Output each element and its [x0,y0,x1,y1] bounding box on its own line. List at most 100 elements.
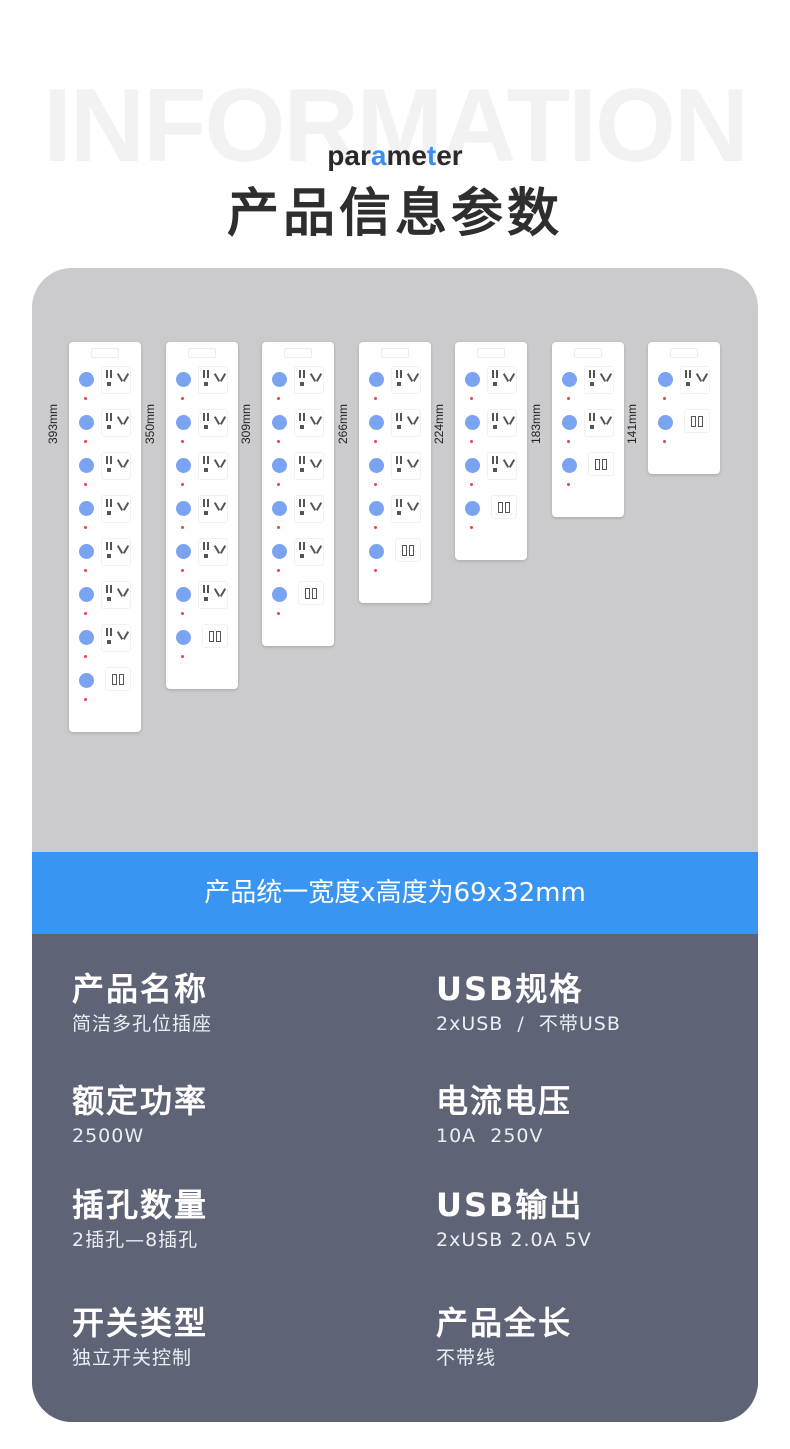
outlet-socket-icon [391,409,421,437]
indicator-led-icon [470,440,473,443]
outlet-row [455,405,527,448]
outlet-row [262,448,334,491]
outlet-row [262,362,334,405]
spec-total-length: 产品全长 不带线 [436,1304,758,1370]
spec-current-voltage: 电流电压 10A 250V [436,1082,758,1148]
spec-switch-type: 开关类型 独立开关控制 [72,1304,402,1370]
outlet-socket-icon [487,409,517,437]
usb-row [359,534,431,577]
strip-end-cap [574,348,602,358]
outlet-socket-icon [487,452,517,480]
outlet-row [69,405,141,448]
outlet-row [69,448,141,491]
length-label: 141mm [625,403,639,444]
power-switch-icon [79,630,94,645]
power-switch-icon [562,372,577,387]
outlet-socket-icon [198,538,228,566]
indicator-led-icon [181,440,184,443]
power-strip [166,342,238,689]
indicator-led-icon [277,526,280,529]
power-switch-icon [658,372,673,387]
spec-title: 插孔数量 [72,1186,209,1224]
outlet-row [166,362,238,405]
indicator-led-icon [277,569,280,572]
power-switch-icon [369,501,384,516]
indicator-led-icon [84,655,87,658]
power-switch-icon [79,458,94,473]
outlet-row [166,448,238,491]
strip-end-cap [188,348,216,358]
indicator-led-icon [567,440,570,443]
indicator-led-icon [277,397,280,400]
power-switch-icon [465,458,480,473]
spec-usb-output: USB输出 2xUSB 2.0A 5V [436,1186,758,1252]
outlet-row [359,448,431,491]
spec-title: 产品名称 [72,970,209,1008]
power-switch-icon [79,415,94,430]
spec-value: 2500W [72,1125,145,1147]
power-switch-icon [176,587,191,602]
outlet-socket-icon [391,366,421,394]
spec-usb-spec: USB规格 2xUSB / 不带USB [436,970,758,1036]
strip-end-cap [670,348,698,358]
subtitle-part: er [436,140,463,171]
dimension-banner: 产品统一宽度x高度为69x32mm [32,852,758,934]
power-switch-icon [176,415,191,430]
subtitle-accent: a [370,140,387,171]
power-switch-icon [562,458,577,473]
strip-end-cap [284,348,312,358]
page-title: 产品信息参数 [226,184,563,244]
usb-row [262,577,334,620]
power-switch-icon [369,544,384,559]
strip-end-cap [477,348,505,358]
outlet-row [166,491,238,534]
subtitle-part: me [386,140,427,171]
usb-port-icon [202,624,228,648]
power-strip [552,342,624,517]
indicator-led-icon [84,698,87,701]
outlet-socket-icon [294,452,324,480]
outlet-socket-icon [198,452,228,480]
usb-row [648,405,720,448]
indicator-led-icon [470,526,473,529]
power-switch-icon [176,372,191,387]
usb-port-icon [105,667,131,691]
outlet-socket-icon [198,409,228,437]
indicator-led-icon [84,397,87,400]
indicator-led-icon [470,483,473,486]
spec-product-name: 产品名称 简洁多孔位插座 [72,970,402,1036]
power-switch-icon [562,415,577,430]
spec-value: 简洁多孔位插座 [72,1013,213,1035]
spec-outlet-count: 插孔数量 2插孔—8插孔 [72,1186,402,1252]
spec-title: 开关类型 [72,1304,209,1342]
spec-title: 电流电压 [436,1082,573,1120]
indicator-led-icon [181,397,184,400]
outlet-row [359,405,431,448]
subtitle-accent: t [426,140,437,171]
outlet-row [262,405,334,448]
outlet-row [69,491,141,534]
indicator-led-icon [374,440,377,443]
power-strip [69,342,141,732]
usb-port-icon [491,495,517,519]
outlet-socket-icon [198,366,228,394]
usb-port-icon [298,581,324,605]
power-strip [262,342,334,646]
usb-row [552,448,624,491]
usb-row [166,620,238,663]
power-switch-icon [272,415,287,430]
outlet-socket-icon [584,366,614,394]
subtitle: parameter [0,142,790,170]
indicator-led-icon [181,483,184,486]
power-switch-icon [79,673,94,688]
indicator-led-icon [84,483,87,486]
indicator-led-icon [277,440,280,443]
power-switch-icon [79,372,94,387]
spec-value: 2xUSB 2.0A 5V [436,1229,592,1251]
strip-end-cap [381,348,409,358]
outlet-row [455,362,527,405]
length-label: 266mm [336,403,350,444]
power-switch-icon [465,415,480,430]
power-switch-icon [79,544,94,559]
